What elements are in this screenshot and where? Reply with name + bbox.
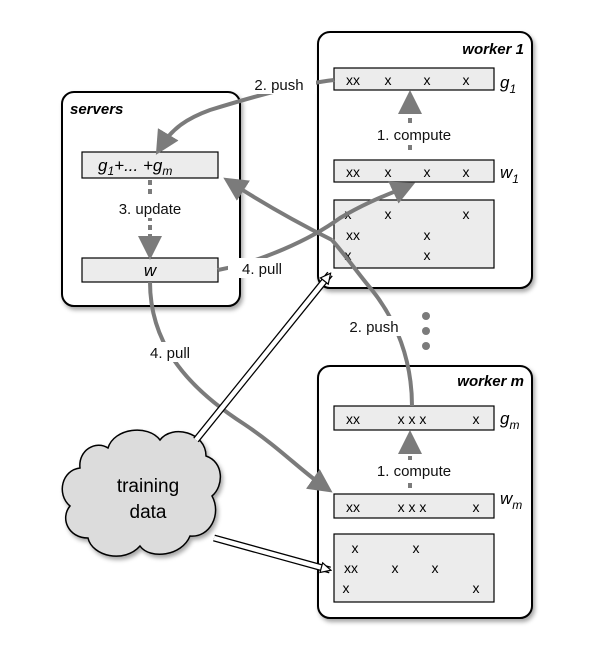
- worker-m-g-mark-0: xx: [346, 411, 360, 427]
- worker-1-data-block: [333, 199, 495, 269]
- worker-1-title: worker 1: [462, 41, 524, 58]
- worker-1-g-mark-2: x: [424, 72, 431, 88]
- pull-right-label: 4. pull: [242, 261, 282, 278]
- compute-1-label: 1. compute: [377, 127, 451, 144]
- worker-1-w-mark-2: x: [424, 164, 431, 180]
- training-data-line-1: training: [117, 476, 179, 497]
- worker-m-data-r2-c2: x: [473, 580, 480, 596]
- worker-m-gradient-vector: [333, 405, 495, 431]
- worker-m-title: worker m: [457, 373, 524, 390]
- training-data-line-2: data: [130, 502, 167, 523]
- update-label-bg: [98, 198, 204, 218]
- worker-m-w-mark-0: xx: [346, 499, 360, 515]
- worker-m-g-label: gm: [500, 409, 519, 432]
- push-mid-label: 2. push: [349, 319, 398, 336]
- training-data-cloud: [61, 429, 221, 557]
- worker-m-data-r2-c0: x: [343, 580, 350, 596]
- worker-m-w-mark-1: x x x: [398, 499, 427, 515]
- worker-1-data-r0-c1: x: [385, 206, 392, 222]
- worker-1-data-r1-c2: x: [424, 227, 431, 243]
- worker-1-data-r2-c2: x: [424, 247, 431, 263]
- pull-arrow-worker-m: [148, 281, 333, 493]
- worker-m-w-label: wm: [500, 489, 522, 512]
- compute-m-label-bg: [360, 460, 468, 480]
- worker-m-data-r0-c0: x: [352, 540, 359, 556]
- worker-1-data-r2-c0: x: [345, 247, 352, 263]
- worker-m-g-mark-2: x: [473, 411, 480, 427]
- push-top-label-bg: [242, 74, 316, 94]
- worker-m-data-block: [333, 533, 495, 603]
- worker-m-weight-vector: [333, 493, 495, 519]
- worker-1-g-mark-1: x: [385, 72, 392, 88]
- arrow-worker-1-to-servers: [223, 177, 333, 242]
- worker-1-data-r1-c0: xx: [346, 227, 360, 243]
- pull-left-label: 4. pull: [150, 345, 190, 362]
- pull-right-label-bg: [228, 258, 294, 278]
- ellipsis-dot-3: [422, 342, 430, 350]
- servers-gradient-sum-box: [81, 151, 219, 179]
- training-data-arrow-worker-1-fill: [194, 274, 332, 442]
- worker-m-data-rows: x x xx x x x x: [343, 540, 480, 596]
- worker-1-w-label: w1: [500, 163, 519, 186]
- push-mid-label-bg: [334, 316, 412, 336]
- worker-m-g-mark-1: x x x: [398, 411, 427, 427]
- servers-title: servers: [70, 101, 123, 118]
- worker-1-data-r0-c3: x: [463, 206, 470, 222]
- worker-m-data-r0-c1: x: [413, 540, 420, 556]
- worker-1-g-mark-3: x: [463, 72, 470, 88]
- compute-m-label: 1. compute: [377, 463, 451, 480]
- push-arrow-worker-m: [330, 238, 414, 407]
- servers-gradient-sum-label: g1+... +gm: [98, 156, 172, 178]
- servers-weight-label: w: [144, 261, 158, 280]
- worker-1-w-mark-1: x: [385, 164, 392, 180]
- training-data-arrow-worker-m-fill: [213, 535, 330, 570]
- ellipsis-dot-1: [422, 312, 430, 320]
- worker-m-w-mark-2: x: [473, 499, 480, 515]
- worker-m-data-r1-c1: x: [392, 560, 399, 576]
- push-top-label: 2. push: [254, 77, 303, 94]
- worker-1-w-mark-0: xx: [346, 164, 360, 180]
- worker-1-w-mark-3: x: [463, 164, 470, 180]
- worker-m-data-r1-c0: xx: [344, 560, 358, 576]
- pull-left-label-bg: [138, 342, 204, 362]
- update-label: 3. update: [119, 201, 182, 218]
- worker-m-data-r1-c2: x: [432, 560, 439, 576]
- compute-1-label-bg: [360, 124, 468, 144]
- ellipsis-dot-2: [422, 327, 430, 335]
- worker-1-g-label: g1: [500, 73, 516, 96]
- worker-1-g-mark-0: xx: [346, 72, 360, 88]
